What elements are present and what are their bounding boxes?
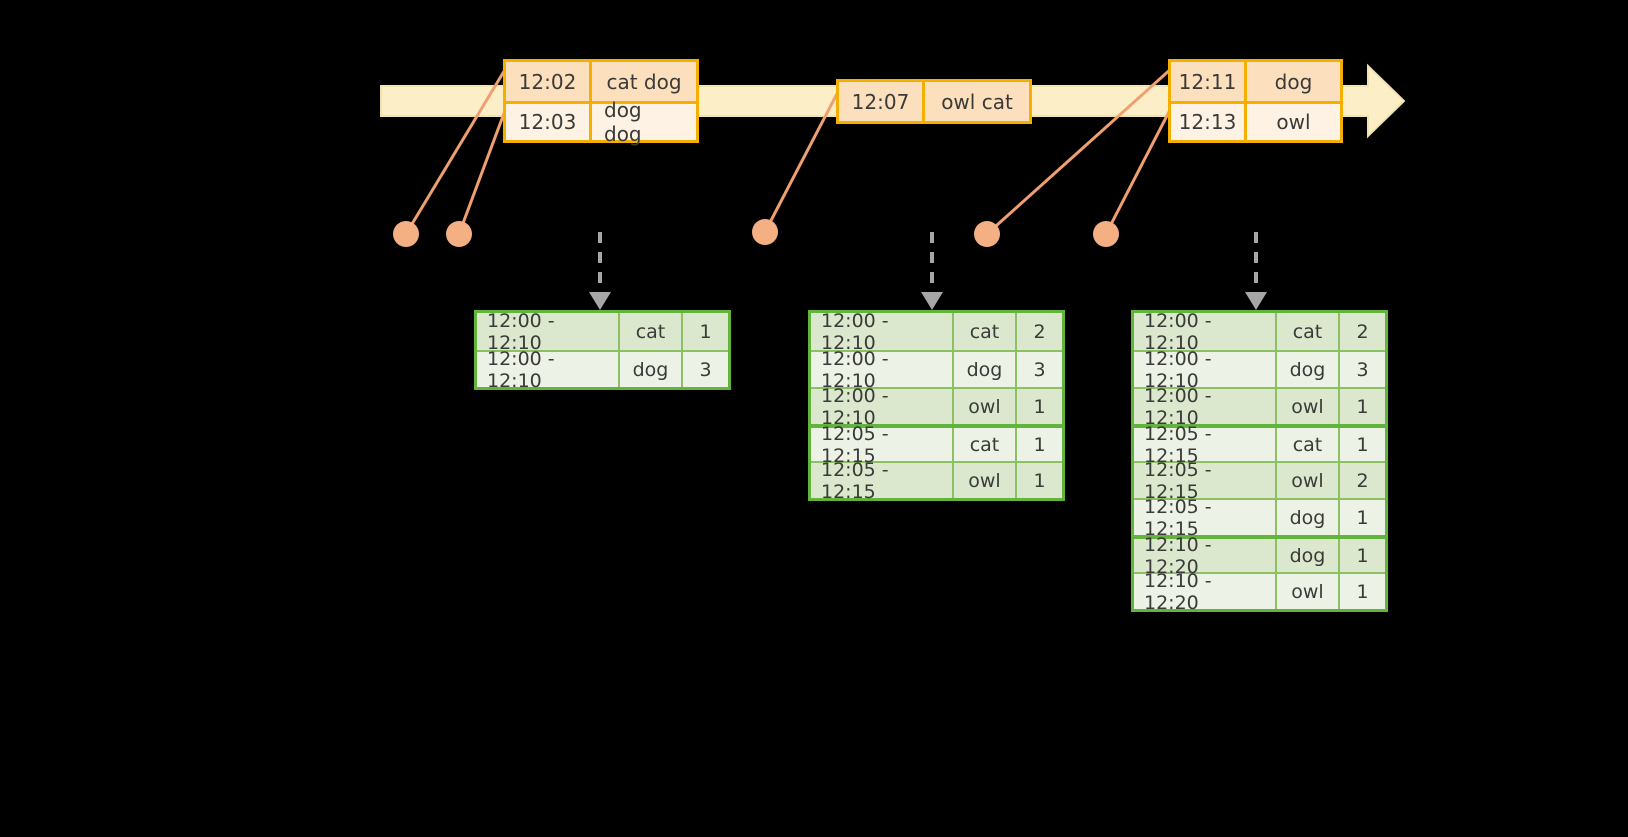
window-cell: 12:05 - 12:15 (1134, 423, 1277, 467)
window-cell: 12:05 - 12:15 (811, 459, 954, 503)
connector-3-line (763, 87, 842, 233)
event-box-3: 12:11 dog 12:13 owl (1168, 59, 1343, 143)
connector-2-line (457, 107, 508, 235)
key-cell: dog (1277, 352, 1340, 387)
event-box-1: 12:02 cat dog 12:03 dog dog (503, 59, 699, 146)
event-timestamp: 12:02 (506, 62, 592, 101)
key-cell: owl (1277, 574, 1340, 609)
event-row: 12:11 dog (1171, 62, 1340, 101)
event-payload: cat dog (606, 69, 682, 94)
count-cell: 1 (1033, 469, 1046, 492)
window-cell: 12:05 - 12:15 (811, 423, 954, 467)
count-cell: 1 (699, 320, 712, 343)
key-cell: cat (1277, 313, 1340, 350)
connector-2-dot (446, 221, 472, 247)
count-cell: 2 (1033, 320, 1046, 343)
window-cell: 12:05 - 12:15 (1134, 459, 1277, 503)
key-cell: cat (954, 313, 1017, 350)
flow-arrows (589, 232, 1267, 310)
key-cell: dog (1277, 500, 1340, 535)
event-timestamp: 12:11 (1171, 62, 1247, 101)
count-cell: 1 (1356, 395, 1369, 418)
count-cell: 1 (1356, 506, 1369, 529)
event-row: 12:13 owl (1171, 101, 1340, 140)
key-cell: owl (1277, 463, 1340, 498)
event-timestamp: 12:13 (1171, 104, 1247, 140)
event-timestamp: 12:07 (839, 82, 925, 121)
count-cell: 1 (1033, 395, 1046, 418)
event-box-2: 12:07 owl cat (836, 79, 1032, 124)
connector-5-dot (1093, 221, 1119, 247)
key-cell: cat (620, 313, 683, 350)
event-payload: dog (1274, 69, 1313, 94)
window-cell: 12:00 - 12:10 (811, 385, 954, 429)
count-cell: 2 (1356, 469, 1369, 492)
window-cell: 12:00 - 12:10 (477, 310, 620, 354)
connector-5-line (1104, 105, 1174, 235)
window-cell: 12:00 - 12:10 (811, 348, 954, 392)
count-cell: 1 (1356, 433, 1369, 456)
event-timestamp: 12:03 (506, 104, 592, 140)
count-cell: 1 (1356, 544, 1369, 567)
key-cell: cat (954, 428, 1017, 461)
window-cell: 12:05 - 12:15 (1134, 496, 1277, 540)
connector-3-dot (752, 219, 778, 245)
flow-arrow-1-head (589, 292, 611, 310)
count-cell: 3 (1356, 358, 1369, 381)
key-cell: dog (1277, 539, 1340, 572)
window-cell: 12:10 - 12:20 (1134, 570, 1277, 614)
window-cell: 12:00 - 12:10 (477, 348, 620, 392)
event-row: 12:07 owl cat (839, 82, 1029, 121)
key-cell: owl (1277, 389, 1340, 424)
event-payload: dog dog (604, 98, 642, 146)
flow-arrow-3-head (1245, 292, 1267, 310)
window-cell: 12:00 - 12:10 (1134, 310, 1277, 354)
key-cell: cat (1277, 428, 1340, 461)
event-payload: owl cat (941, 89, 1013, 114)
count-cell: 3 (699, 358, 712, 381)
event-row: 12:02 cat dog (506, 62, 696, 101)
count-cell: 1 (1356, 580, 1369, 603)
count-cell: 3 (1033, 358, 1046, 381)
connector-1-line (404, 67, 508, 235)
window-cell: 12:10 - 12:20 (1134, 534, 1277, 578)
event-payload: owl (1276, 110, 1311, 134)
key-cell: dog (620, 352, 683, 387)
key-cell: dog (954, 352, 1017, 387)
event-row: 12:03 dog dog (506, 98, 696, 146)
connector-1-dot (393, 221, 419, 247)
count-cell: 1 (1033, 433, 1046, 456)
connector-4-dot (974, 221, 1000, 247)
flow-arrow-2-head (921, 292, 943, 310)
window-cell: 12:00 - 12:10 (1134, 385, 1277, 429)
count-cell: 2 (1356, 320, 1369, 343)
window-cell: 12:00 - 12:10 (1134, 348, 1277, 392)
window-cell: 12:00 - 12:10 (811, 310, 954, 354)
key-cell: owl (954, 463, 1017, 498)
key-cell: owl (954, 389, 1017, 424)
